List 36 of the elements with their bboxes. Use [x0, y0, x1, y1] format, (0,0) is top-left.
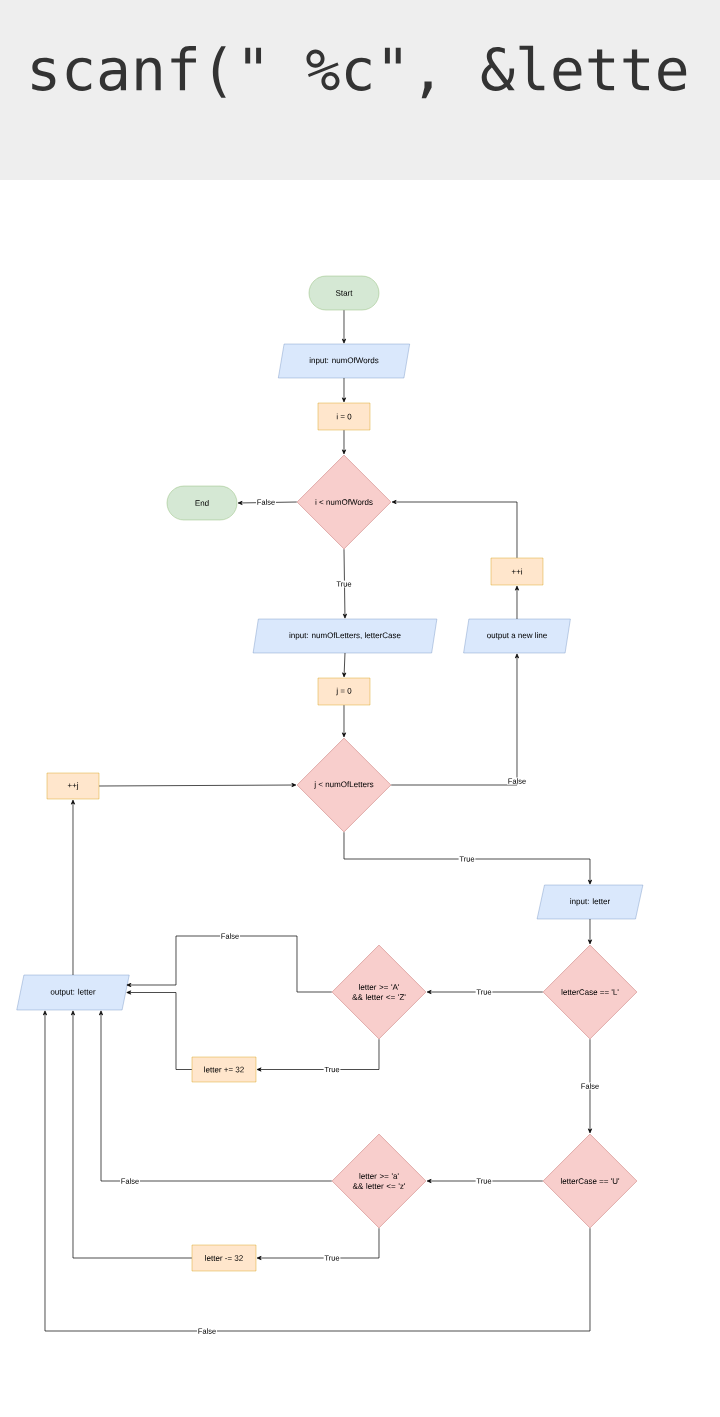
process-box: j = 0	[317, 677, 371, 706]
arrow	[256, 1227, 380, 1261]
arrow	[341, 704, 347, 738]
arrow	[390, 653, 520, 786]
io-parallelogram: input: numOfWords	[278, 343, 410, 379]
arrow	[426, 1178, 544, 1184]
arrow	[256, 1038, 380, 1072]
arrow	[342, 652, 347, 678]
io-parallelogram: input: numOfLetters, letterCase	[252, 618, 438, 654]
code-banner: scanf(" %c", &lette	[0, 0, 720, 180]
arrow	[70, 1010, 193, 1259]
arrow	[341, 377, 347, 403]
arrow	[514, 585, 520, 620]
arrow	[70, 799, 76, 976]
arrow	[98, 1010, 333, 1182]
arrow	[587, 1038, 593, 1134]
arrow	[42, 1010, 591, 1332]
process-box: letter -= 32	[191, 1244, 257, 1272]
arrow	[343, 831, 593, 885]
process-box: letter += 32	[191, 1056, 257, 1083]
arrow	[342, 548, 347, 619]
arrow	[126, 935, 333, 993]
io-parallelogram: input: letter	[536, 884, 644, 920]
process-box: ++j	[46, 772, 100, 800]
process-box: ++i	[490, 557, 544, 586]
arrow	[98, 783, 297, 788]
arrow	[587, 918, 593, 945]
arrow	[237, 500, 298, 505]
process-box: i = 0	[317, 402, 371, 431]
io-parallelogram: output a new line	[463, 618, 571, 654]
arrow	[391, 499, 518, 559]
io-parallelogram: output: letter	[16, 974, 130, 1011]
arrow	[341, 309, 347, 344]
arrow	[426, 989, 544, 995]
arrow	[126, 990, 193, 1070]
arrow	[341, 429, 347, 455]
